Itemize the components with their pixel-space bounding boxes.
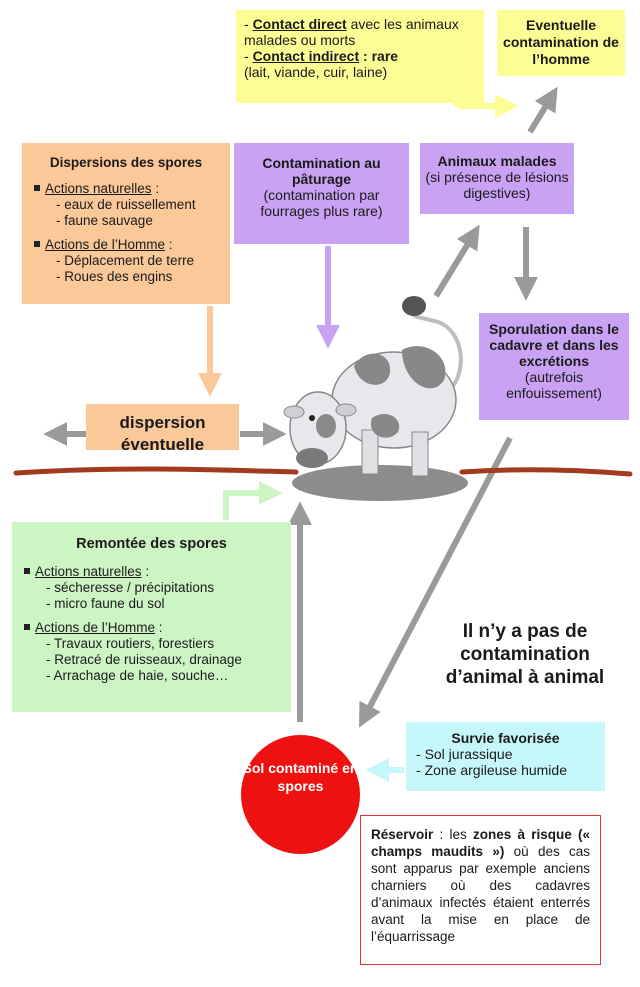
cow-spot bbox=[370, 413, 400, 438]
cow-spot bbox=[354, 353, 391, 385]
dispersions-title: Dispersions des spores bbox=[49, 155, 203, 170]
list-item-text: Sol jurassique bbox=[424, 746, 513, 762]
dispersions-naturelles-suffix: : bbox=[151, 181, 160, 196]
contact-box: - Contact direct avec les animaux malade… bbox=[236, 10, 484, 103]
tail-tuft bbox=[402, 296, 426, 316]
list-item: - Déplacement de terre bbox=[56, 253, 195, 268]
contact-direct-text: avec les animaux malades ou morts bbox=[244, 16, 459, 48]
contact-indirect-detail: (lait, viande, cuir, laine) bbox=[244, 64, 388, 80]
dispersion-eventuelle-box: dispersion éventuelle bbox=[86, 404, 239, 450]
list-item-text: Retracé de ruisseaux, drainage bbox=[54, 652, 242, 667]
remontee-naturelles-label: Actions naturelles bbox=[35, 564, 142, 579]
list-item: - Retracé de ruisseaux, drainage bbox=[46, 652, 242, 667]
list-item-text: eaux de ruissellement bbox=[64, 197, 196, 212]
reservoir-label: Réservoir bbox=[371, 827, 434, 842]
malades-detail: (si présence de lésions digestives) bbox=[425, 169, 569, 201]
remontee-naturelles-list: - sécheresse / précipitations - micro fa… bbox=[22, 580, 281, 612]
arrow-sporulation-to-sol bbox=[359, 436, 513, 728]
dispersions-homme: Actions de l’Homme : bbox=[32, 237, 220, 253]
survie-title: Survie favorisée bbox=[451, 730, 560, 746]
list-item: - sécheresse / précipitations bbox=[46, 580, 215, 595]
dispersions-homme-suffix: : bbox=[165, 237, 173, 252]
soil-line bbox=[13, 466, 299, 476]
cow-tail bbox=[410, 311, 463, 394]
remontee-naturelles: Actions naturelles : bbox=[22, 564, 281, 580]
list-item: - Roues des engins bbox=[56, 269, 173, 284]
remontee-title: Remontée des spores bbox=[76, 536, 227, 552]
list-item-text: Travaux routiers, forestiers bbox=[54, 636, 215, 651]
dispersions-homme-label: Actions de l’Homme bbox=[45, 237, 166, 252]
list-item: - eaux de ruissellement bbox=[56, 197, 196, 212]
list-item-text: Déplacement de terre bbox=[64, 253, 195, 268]
list-item: - Sol jurassique bbox=[416, 746, 513, 762]
list-item: - Zone argileuse humide bbox=[416, 762, 567, 778]
list-item-text: faune sauvage bbox=[64, 213, 153, 228]
homme-box: Eventuelle contamination de l’homme bbox=[497, 10, 625, 76]
cow-head-spot bbox=[316, 414, 336, 438]
cow-muzzle bbox=[296, 448, 328, 468]
contact-direct-label: Contact direct bbox=[252, 16, 347, 32]
contact-indirect: - Contact indirect : rare bbox=[244, 48, 399, 64]
dispersions-homme-list: - Déplacement de terre - Roues des engin… bbox=[32, 253, 220, 285]
dispersions-naturelles-list: - eaux de ruissellement - faune sauvage bbox=[32, 197, 220, 229]
reservoir-bold: zones à risque (« champs maudits ») bbox=[371, 827, 590, 859]
statement-text: Il n’y a pas de contamination d’animal à… bbox=[445, 621, 605, 688]
list-item: - Arrachage de haie, souche… bbox=[46, 668, 229, 683]
sporulation-detail: (autrefois enfouissement) bbox=[506, 369, 602, 401]
reservoir-box: Réservoir : les zones à risque (« champs… bbox=[360, 815, 601, 965]
soil-line-right bbox=[459, 467, 633, 477]
list-item-text: Arrachage de haie, souche… bbox=[53, 668, 229, 683]
cow-ear bbox=[283, 405, 305, 419]
list-item-text: sécheresse / précipitations bbox=[54, 580, 215, 595]
sol-label: Sol contaminé en spores bbox=[242, 760, 359, 794]
cow-spot bbox=[402, 346, 446, 389]
cow-leg bbox=[361, 429, 379, 475]
homme-title: Eventuelle contamination de l’homme bbox=[503, 17, 619, 67]
sporulation-title: Sporulation dans le cadavre et dans les … bbox=[489, 321, 619, 369]
paturage-title: Contamination au pâturage bbox=[262, 155, 381, 187]
list-item: - micro faune du sol bbox=[46, 596, 165, 611]
paturage-detail: (contamination par fourrages plus rare) bbox=[260, 187, 383, 219]
malades-title: Animaux malades bbox=[437, 153, 557, 169]
list-item-text: Roues des engins bbox=[64, 269, 173, 284]
remontee-homme-list: - Travaux routiers, forestiers - Retracé… bbox=[22, 636, 281, 684]
sol-contamine-circle: Sol contaminé en spores bbox=[241, 735, 360, 854]
cow-leg bbox=[411, 431, 429, 477]
list-item-text: Zone argileuse humide bbox=[424, 762, 567, 778]
malades-box: Animaux malades (si présence de lésions … bbox=[420, 143, 574, 214]
dispersions-box: Dispersions des spores Actions naturelle… bbox=[22, 143, 230, 304]
remontee-homme: Actions de l’Homme : bbox=[22, 620, 281, 636]
remontee-homme-label: Actions de l’Homme bbox=[35, 620, 156, 635]
reservoir-text2: où des cas sont apparus par exemple anci… bbox=[371, 844, 590, 944]
list-item: - faune sauvage bbox=[56, 213, 153, 228]
sporulation-box: Sporulation dans le cadavre et dans les … bbox=[479, 313, 629, 420]
list-item-text: micro faune du sol bbox=[54, 596, 165, 611]
paturage-box: Contamination au pâturage (contamination… bbox=[234, 143, 409, 244]
dispersions-naturelles: Actions naturelles : bbox=[32, 181, 220, 197]
dispersions-naturelles-label: Actions naturelles bbox=[45, 181, 152, 196]
no-animal-contamination-statement: Il n’y a pas de contamination d’animal à… bbox=[425, 620, 625, 689]
remontee-box: Remontée des spores Actions naturelles :… bbox=[12, 522, 291, 712]
remontee-naturelles-suffix: : bbox=[141, 564, 150, 579]
contact-indirect-text: : rare bbox=[359, 48, 399, 64]
cow-illustration bbox=[283, 296, 468, 501]
dispersion-eventuelle-label: dispersion éventuelle bbox=[119, 413, 206, 450]
arrow-remontee-up bbox=[223, 481, 283, 520]
contact-indirect-label: Contact indirect bbox=[252, 48, 360, 64]
reservoir-text1: : les bbox=[433, 827, 474, 842]
survie-box: Survie favorisée - Sol jurassique - Zone… bbox=[406, 722, 605, 791]
contact-direct: - Contact direct avec les animaux malade… bbox=[244, 16, 459, 48]
cow-eye bbox=[309, 415, 315, 421]
arrow-cow-to-malades bbox=[433, 224, 480, 298]
list-item: - Travaux routiers, forestiers bbox=[46, 636, 215, 651]
survie-list: - Sol jurassique - Zone argileuse humide bbox=[416, 746, 595, 778]
grass-patch bbox=[292, 465, 468, 501]
cow-ear bbox=[335, 403, 357, 417]
remontee-homme-suffix: : bbox=[155, 620, 163, 635]
arrow-to-homme bbox=[527, 86, 558, 134]
